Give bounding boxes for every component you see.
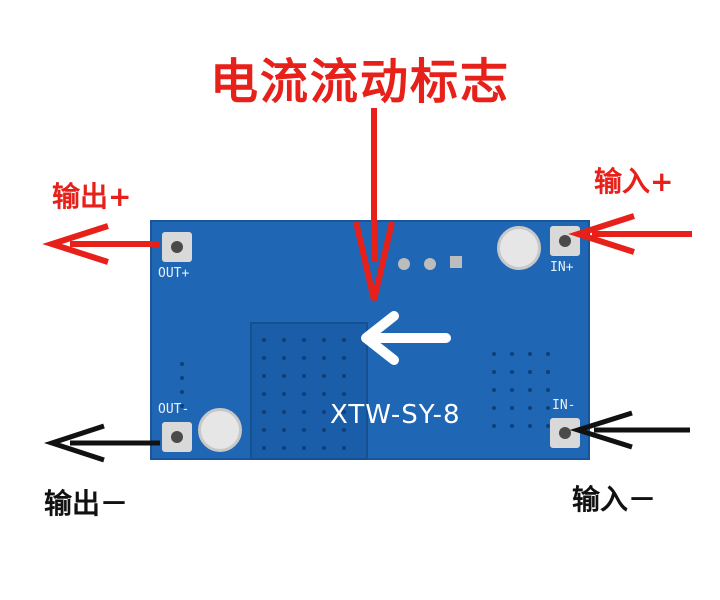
via-dot xyxy=(492,352,496,356)
via-dot xyxy=(262,428,266,432)
via-dot xyxy=(302,338,306,342)
silk-in-minus: IN- xyxy=(552,398,576,413)
current-flow-title: 电流流动标志 xyxy=(209,54,510,110)
via-dot xyxy=(180,390,184,394)
via-dot xyxy=(282,392,286,396)
via-dot xyxy=(528,352,532,356)
board-flow-arrow-icon xyxy=(361,311,451,365)
input-minus-arrow xyxy=(569,410,690,450)
via-dot xyxy=(342,446,346,450)
silk-in-plus: IN+ xyxy=(550,260,574,275)
via-dot xyxy=(282,446,286,450)
via-dot xyxy=(282,374,286,378)
via-dot xyxy=(282,428,286,432)
via-dot xyxy=(322,392,326,396)
via-dot xyxy=(282,338,286,342)
via-dot xyxy=(180,404,184,408)
via-dot xyxy=(510,352,514,356)
via-dot xyxy=(302,446,306,450)
mounting-hole-bottom xyxy=(198,408,242,452)
via-dot xyxy=(302,374,306,378)
via-dot xyxy=(546,424,550,428)
via-dot xyxy=(546,406,550,410)
pad-out-plus xyxy=(162,232,192,262)
ic-footprint xyxy=(250,322,368,460)
via-dot xyxy=(342,410,346,414)
via-dot xyxy=(492,370,496,374)
via-dot xyxy=(262,356,266,360)
via-dot xyxy=(262,392,266,396)
current-flow-down-arrow xyxy=(353,108,395,301)
via-dot xyxy=(528,388,532,392)
via-dot xyxy=(492,406,496,410)
via-dot xyxy=(546,352,550,356)
via-dot xyxy=(180,362,184,366)
pad-out-minus xyxy=(162,422,192,452)
via-dot xyxy=(510,406,514,410)
via-dot xyxy=(262,374,266,378)
label-output-minus: 输出－ xyxy=(44,487,129,520)
output-minus-arrow xyxy=(43,423,160,463)
pad-in-minus xyxy=(550,418,580,448)
via-dot xyxy=(510,424,514,428)
via-dot xyxy=(342,392,346,396)
via-dot xyxy=(492,424,496,428)
via-dot xyxy=(282,356,286,360)
via-dot xyxy=(322,446,326,450)
pad-in-plus xyxy=(550,226,580,256)
silk-out-plus: OUT+ xyxy=(158,266,190,281)
component-pad-1 xyxy=(398,258,410,270)
via-dot xyxy=(322,428,326,432)
via-dot xyxy=(546,370,550,374)
via-dot xyxy=(510,388,514,392)
via-dot xyxy=(528,370,532,374)
via-dot xyxy=(262,410,266,414)
via-dot xyxy=(342,356,346,360)
via-dot xyxy=(528,406,532,410)
label-output-plus: 输出+ xyxy=(52,180,132,213)
input-plus-arrow xyxy=(568,213,692,255)
component-pad-3 xyxy=(450,256,462,268)
via-dot xyxy=(302,410,306,414)
via-dot xyxy=(322,374,326,378)
via-dot xyxy=(180,376,184,380)
via-dot xyxy=(262,338,266,342)
component-pad-2 xyxy=(424,258,436,270)
mounting-hole-top xyxy=(497,226,541,270)
label-input-plus: 输入+ xyxy=(594,165,674,198)
via-dot xyxy=(322,410,326,414)
via-dot xyxy=(322,356,326,360)
board-model: XTW-SY-8 xyxy=(330,400,461,430)
via-dot xyxy=(282,410,286,414)
via-dot xyxy=(528,424,532,428)
via-dot xyxy=(342,428,346,432)
via-dot xyxy=(262,446,266,450)
label-input-minus: 输入－ xyxy=(572,483,657,516)
via-dot xyxy=(342,374,346,378)
via-dot xyxy=(302,428,306,432)
output-plus-arrow xyxy=(42,223,160,265)
via-dot xyxy=(510,370,514,374)
via-dot xyxy=(322,338,326,342)
via-dot xyxy=(492,388,496,392)
via-dot xyxy=(302,392,306,396)
via-dot xyxy=(302,356,306,360)
via-dot xyxy=(342,338,346,342)
via-dot xyxy=(546,388,550,392)
